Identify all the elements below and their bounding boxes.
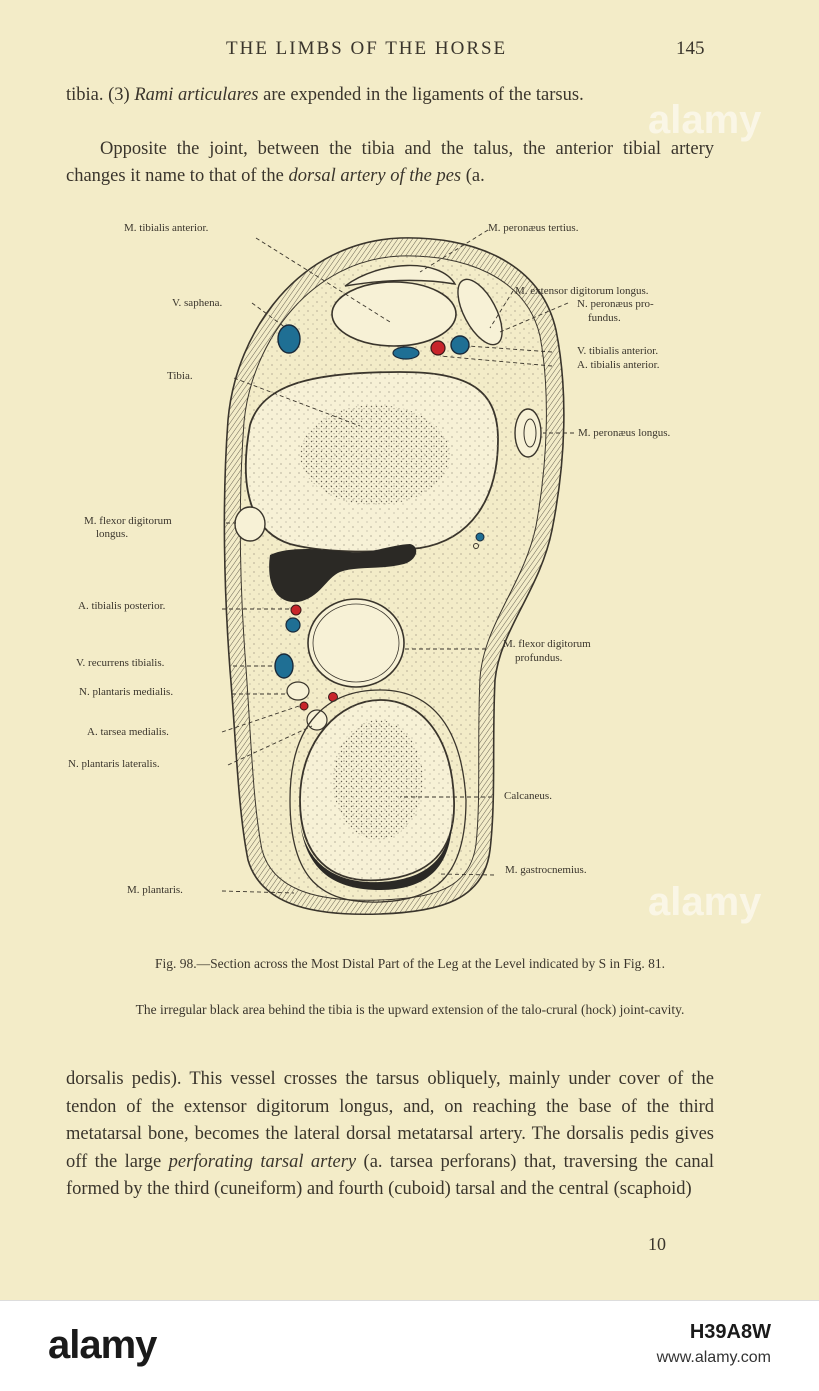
running-title: THE LIMBS OF THE HORSE [226,38,508,59]
label-peronaeus-tertius: M. peronæus tertius. [488,222,579,234]
image-id: H39A8W [689,1321,771,1343]
plantaris-cap [289,689,467,903]
tib-ant-vein-2 [450,335,470,355]
small-vessel [475,532,485,542]
tib-post-vein [285,617,301,633]
extensor-longus-tendon [457,278,503,346]
label-n-peronaeus-2: fundus. [588,312,621,324]
label-calcaneus: Calcaneus. [504,790,552,802]
flexor-profundus-tendon [307,598,405,688]
leader-lines [221,229,574,894]
site-url: www.alamy.com [656,1349,771,1366]
label-a-tibialis-posterior: A. tibialis posterior. [78,600,166,612]
page-number: 145 [676,38,705,59]
label-a-tarsea-medialis: A. tarsea medialis. [87,726,169,738]
label-n-plantaris-lateralis: N. plantaris lateralis. [68,758,160,770]
tibia-cancellous [300,405,450,505]
label-extensor-longus: M. extensor digitorum longus. [515,285,649,297]
tib-ant-artery [430,340,446,356]
figure-caption: Fig. 98.—Section across the Most Distal … [155,956,665,971]
label-gastrocnemius: M. gastrocnemius. [505,864,587,876]
watermark: alamy [648,880,762,924]
recurrens-vein [274,653,294,679]
peronaeus-longus-tendon [514,408,542,458]
label-tibia: Tibia. [167,370,193,382]
tib-post-artery [290,604,302,616]
label-saphena: V. saphena. [172,297,223,309]
saphena-vein [277,324,301,354]
stock-footer: alamy H39A8W www.alamy.com [0,1300,819,1391]
cross-section-figure [221,229,574,916]
label-v-tibialis-anterior: V. tibialis anterior. [577,345,659,357]
plantaris-lat-nerve [306,709,328,731]
label-tibialis-anterior: M. tibialis anterior. [124,222,209,234]
plantaris-med-nerve [286,681,310,701]
joint-cavity [269,544,417,603]
label-flexor-profundus-2: profundus. [515,652,563,664]
flexor-longus-tendon [234,506,266,542]
calcaneus-cancellous [333,720,423,840]
label-flexor-profundus-1: M. flexor digitorum [503,638,591,650]
tib-ant-vein [392,346,420,360]
label-v-recurrens: V. recurrens tibialis. [76,657,165,669]
running-head: THE LIMBS OF THE HORSE 145 [0,38,819,66]
signature-mark: 10 [648,1234,666,1254]
label-flexor-longus-2: longus. [96,528,129,540]
label-n-peronaeus-1: N. peronæus pro- [577,298,654,310]
label-peronaeus-longus: M. peronæus longus. [578,427,671,439]
paragraph-3: dorsalis pedis). This vessel crosses the… [66,1069,715,1199]
label-n-plantaris-medialis: N. plantaris medialis. [79,686,174,698]
book-page: THE LIMBS OF THE HORSE 145 tibia. (3) Ra… [0,38,819,1254]
tarsea-artery-2 [299,701,309,711]
label-a-tibialis-anterior: A. tibialis anterior. [577,359,660,371]
tibialis-anterior-tendon [331,281,457,347]
watermark: alamy [648,98,762,142]
label-flexor-longus-1: M. flexor digitorum [84,515,172,527]
paragraph-2: Opposite the joint, between the tibia an… [66,139,714,186]
paragraph-1: tibia. (3) Rami articulares are expended… [66,85,584,105]
peronaeus-tertius-tendon [344,264,457,287]
label-plantaris: M. plantaris. [127,884,183,896]
alamy-logo: alamy [48,1323,157,1367]
figure-caption-note: The irregular black area behind the tibi… [135,1002,685,1017]
